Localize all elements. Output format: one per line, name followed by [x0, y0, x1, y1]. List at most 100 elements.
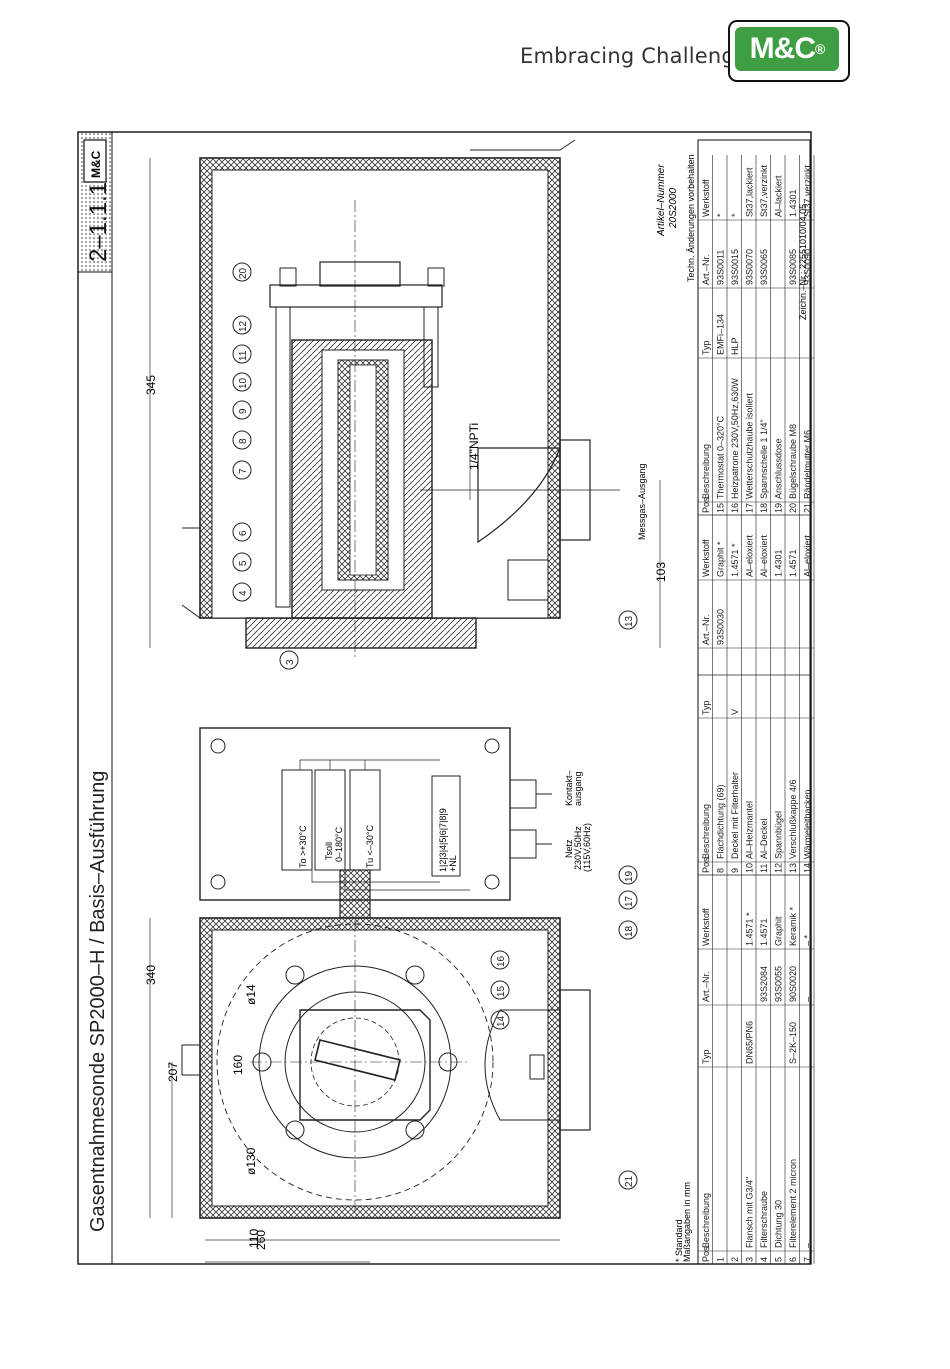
thermostat-label-set: Tsoll — [324, 842, 334, 860]
svg-text:11: 11 — [238, 350, 249, 361]
table-header-cell: Beschreibung — [701, 1193, 711, 1248]
svg-text:3: 3 — [285, 659, 296, 665]
svg-text:8: 8 — [238, 438, 249, 444]
table-cell: 9 — [730, 868, 740, 873]
svg-text:17: 17 — [624, 895, 635, 907]
table-cell: Al–lackiert — [774, 175, 784, 217]
table-cell: Deckel mit Filterhalter — [730, 772, 740, 859]
label-netz-v2: (115V,60Hz) — [582, 823, 592, 872]
table-cell: 20 — [788, 503, 798, 513]
table-cell: St37,lackiert — [745, 167, 755, 217]
table-cell: Filterelement 2 micron — [788, 1159, 798, 1248]
dim-npt: 1/4"NPTi — [467, 423, 481, 470]
standard-note: * Standard — [674, 1219, 684, 1262]
svg-text:20: 20 — [238, 267, 249, 279]
label-kontakt-1: Kontakt– — [564, 770, 574, 806]
label-kontakt-2: ausgang — [573, 771, 583, 806]
sheet-border — [77, 131, 812, 1265]
svg-text:5: 5 — [238, 560, 249, 566]
callout-17 — [618, 890, 638, 910]
svg-text:13: 13 — [624, 615, 635, 627]
table-cell: 93S0011 — [716, 250, 726, 285]
callout-14 — [490, 1010, 510, 1030]
table-cell: Thermostat 0–320°C — [716, 415, 726, 499]
table-cell: 18 — [759, 503, 769, 513]
table-cell: – — [803, 997, 813, 1002]
table-cell: Graphit — [774, 916, 784, 946]
table-cell: Al–eloxiert — [803, 534, 813, 577]
callout-12 — [232, 315, 252, 335]
table-header-cell: Typ — [701, 700, 711, 715]
table-cell: – * — [803, 934, 813, 946]
table-header-cell: Art.–Nr. — [701, 971, 711, 1002]
table-cell: Graphit * — [716, 541, 726, 577]
callout-15 — [490, 980, 510, 1000]
table-cell: 12 — [774, 863, 784, 873]
table-cell: 11 — [759, 864, 769, 873]
table-cell: 1.4301 — [788, 189, 798, 217]
table-cell: V — [730, 709, 740, 715]
dim-260: 260 — [254, 1230, 268, 1250]
svg-text:18: 18 — [624, 925, 635, 937]
table-cell: Rändelmutter M6 — [803, 430, 813, 499]
plan-view — [181, 869, 591, 1219]
callout-20 — [232, 262, 252, 282]
table-cell: Al–Deckel — [759, 818, 769, 859]
table-cell: HLP — [730, 337, 740, 355]
table-header-cell: Typ — [701, 340, 711, 355]
table-cell: 93S0065 — [759, 249, 769, 285]
drawing-title: Gasentnahmesonde SP2000–H / Basis–Ausfüh… — [87, 771, 109, 1232]
table-header-cell: Beschreibung — [701, 804, 711, 859]
mc-logo: M&C® — [728, 20, 850, 82]
svg-text:21: 21 — [624, 1175, 635, 1187]
label-messgas: Messgas–Ausgang — [637, 463, 647, 540]
dim-160: 160 — [231, 1055, 245, 1075]
table-cell: 7 — [803, 1257, 813, 1262]
table-cell: Flachdichtung (69) — [716, 784, 726, 859]
table-cell: 1.4571 — [759, 918, 769, 946]
table-header-cell: Pos. — [701, 855, 711, 873]
svg-text:19: 19 — [624, 870, 635, 882]
table-cell: Bügelschraube M8 — [788, 424, 798, 499]
callout-4 — [232, 582, 252, 602]
callout-9 — [232, 400, 252, 420]
callout-7 — [232, 460, 252, 480]
svg-text:4: 4 — [238, 590, 249, 596]
callout-18 — [618, 920, 638, 940]
table-header-cell: Werkstoff — [701, 908, 711, 946]
article-label: Artikel–Nummer — [656, 164, 667, 237]
corner-logo: M&C — [89, 150, 103, 178]
table-cell: * — [730, 213, 740, 217]
table-cell: 1.4571 * — [730, 543, 740, 577]
table-cell: St37,verzinkt — [759, 164, 769, 217]
callout-11 — [232, 344, 252, 364]
table-cell: 15 — [716, 503, 726, 513]
table-cell: Al–eloxiert — [745, 534, 755, 577]
drawing-number: Zeichn.–Nr.: 22551010/04.05 — [798, 204, 808, 320]
table-cell: 93S0085 — [788, 249, 798, 285]
parts-table-b: Pos.BeschreibungTypArt.–Nr.Werkstoff8Fla… — [698, 515, 815, 875]
callout-5 — [232, 552, 252, 572]
table-cell: 93S0070 — [745, 249, 755, 285]
callout-16 — [490, 950, 510, 970]
table-header-cell: Beschreibung — [701, 444, 711, 499]
table-cell: 93S0015 — [730, 249, 740, 285]
svg-text:6: 6 — [238, 530, 249, 536]
table-cell: Wärmeleitbacken — [803, 789, 813, 859]
table-cell: 3 — [745, 1257, 755, 1262]
svg-text:12: 12 — [238, 320, 249, 332]
table-header-cell: Pos. — [701, 1244, 711, 1262]
table-cell: Al–eloxiert — [759, 534, 769, 577]
callout-19 — [618, 865, 638, 885]
thermostat-label-high: To >+30°C — [298, 825, 308, 868]
table-cell: 19 — [774, 503, 784, 513]
tagline: Embracing Challenge — [520, 44, 749, 68]
table-cell: 90S0020 — [788, 966, 798, 1002]
table-cell: 16 — [730, 503, 740, 513]
table-cell: 13 — [788, 863, 798, 873]
article-number: 20S2000 — [668, 188, 679, 229]
table-cell: 93S0030 — [716, 609, 726, 645]
callout-3 — [279, 650, 299, 670]
